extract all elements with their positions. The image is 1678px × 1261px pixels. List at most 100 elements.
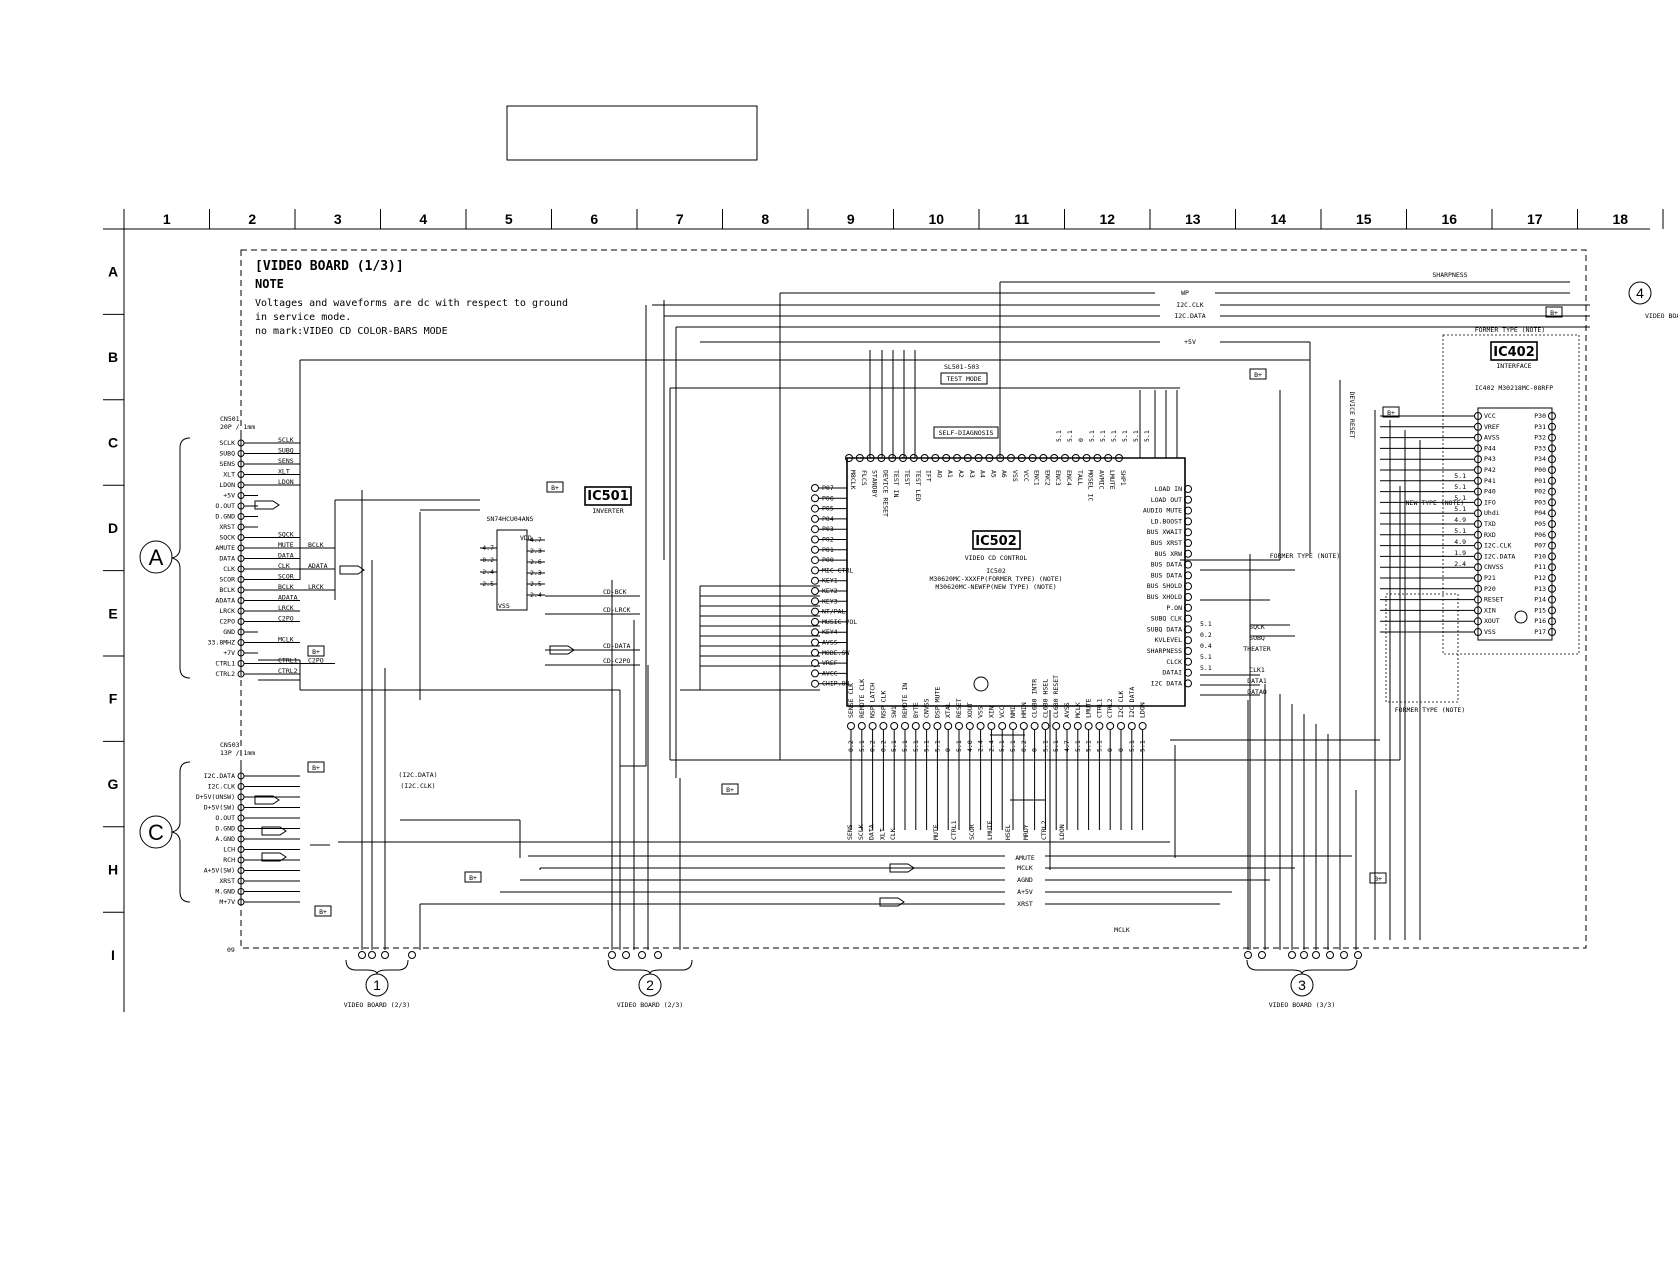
- ic402-lpin-4: P43: [1484, 455, 1496, 463]
- cn501-pin-xlt: XLT: [223, 471, 235, 479]
- ic402-interface: FORMER TYPE (NOTE) IC402 INTERFACE IC402…: [1270, 326, 1580, 714]
- cn501-net-sqck: SQCK: [278, 531, 294, 539]
- ic502-controller: IC502 VIDEO CD CONTROL IC502 M30620MC-XX…: [811, 430, 1271, 830]
- cn503-sub: 13P / 1mm: [220, 749, 255, 757]
- column-label-2: 2: [248, 211, 256, 227]
- b-plus-label-8: B+: [319, 908, 327, 916]
- b-plus-4: B+: [1550, 309, 1558, 317]
- ic502-right-val: 0.4: [1200, 642, 1212, 650]
- ic502-bottom-pin: [1095, 722, 1104, 730]
- ic402-right-pin: [1548, 520, 1556, 528]
- ic502-pin-8: MIC CTRL: [822, 566, 853, 574]
- ic502-right-signal-3: CLK1: [1249, 666, 1265, 674]
- ic402-right-pin: [1548, 412, 1556, 420]
- ic502-left-pin: [811, 628, 819, 637]
- ic502-bottom-pin: [879, 722, 888, 730]
- b-plus-label-1: B+: [1254, 371, 1262, 379]
- ic502-part-2: M30620MC-NEWFP(NEW TYPE) (NOTE): [935, 583, 1056, 591]
- bottom-signal2-7: LDON: [1058, 824, 1066, 840]
- b-plus-label-6: B+: [1387, 409, 1395, 417]
- ic502-bpin-27: LDON: [1139, 702, 1147, 718]
- ic402-val: 1.9: [1454, 549, 1466, 557]
- ic502-left-pin: [811, 504, 819, 513]
- cn501-pin-adata: ADATA: [215, 597, 235, 605]
- ic502-left-pin: [811, 638, 819, 647]
- ic502-rpin-9: BUS SHOLD: [1147, 582, 1182, 590]
- ic502-bpin-15: NMI: [1009, 706, 1017, 718]
- ic502-bottom-pin: [847, 722, 855, 730]
- ic502-right-signal-4: DATA1: [1247, 677, 1267, 685]
- ic502-right-pin: [1184, 625, 1192, 634]
- bottom-connector-pin: [654, 951, 662, 959]
- ic502-top-pin: [1115, 454, 1123, 462]
- ic402-rpin-8: P03: [1534, 498, 1546, 506]
- ic502-tpin-15: VSS: [1011, 470, 1019, 482]
- ic502-bpin-6: BYTE: [912, 702, 920, 718]
- ic502-left-pin: [811, 597, 819, 606]
- ic502-top-val: 5.1: [1055, 430, 1063, 442]
- ic502-left-pin: [811, 679, 819, 688]
- row-label-C: C: [108, 435, 118, 451]
- ic502-bpin-5: REMOTE IN: [901, 683, 909, 718]
- bus-label-7: MCLK: [1017, 864, 1033, 872]
- ic502-rpin-17: DATAI: [1162, 669, 1182, 677]
- bus-arrow: [889, 863, 915, 873]
- ic502-pin-5: P02: [822, 536, 834, 544]
- test-point-1: [973, 676, 989, 692]
- cn503-pin-rch: RCH: [223, 856, 235, 864]
- cn501-pin-scor: SCOR: [219, 576, 235, 584]
- bottom-connector-pin: [1326, 951, 1334, 959]
- ic402-label: IC402: [1493, 345, 1535, 360]
- ic502-top-val: 0: [1077, 438, 1085, 442]
- ic502-bpin-9: XTAL: [944, 702, 952, 718]
- bottom-connector-pin: [638, 951, 646, 959]
- ic402-rpin-2: P32: [1534, 434, 1546, 442]
- bottom-signal2-4: HSEL: [1004, 824, 1012, 840]
- test-switch-ref: SL501-503: [944, 363, 979, 371]
- cn501-net-lrck: LRCK: [278, 604, 294, 612]
- cn501-net-sclk: SCLK: [278, 436, 294, 444]
- ic502-pin-3: P04: [822, 515, 834, 523]
- test-mode-label: TEST MODE: [946, 375, 981, 383]
- ic502-tpin-19: ENC3: [1054, 470, 1062, 486]
- ic502-right-pin: [1184, 614, 1192, 623]
- ic502-top-pin: [963, 454, 972, 462]
- b-plus-box: [1382, 406, 1400, 418]
- cn501-pin-ctrl2: CTRL2: [215, 670, 235, 678]
- bus-label-bg: [1005, 876, 1045, 884]
- bus-label-+5v: +5V: [1184, 338, 1196, 346]
- ic502-tpin-9: A1: [946, 470, 954, 478]
- ic502-bpin-14: VCC: [998, 706, 1006, 718]
- ic502-tpin-11: A3: [968, 470, 976, 478]
- ic502-tpin-12: A4: [979, 470, 987, 478]
- bus-labels: SHARPNESSWPI2C.CLKI2C.DATA+5VAMUTEMCLKAG…: [398, 271, 1480, 934]
- ic402-right-pin: [1548, 552, 1556, 561]
- ic402-right-pin: [1548, 628, 1556, 636]
- ic502-rpin-1: LOAD OUT: [1151, 496, 1182, 504]
- ic502-left-pin: [811, 545, 819, 554]
- cn503-pin-xrst: XRST: [219, 877, 235, 885]
- ic502-bpin-22: LMUTE: [1085, 698, 1093, 718]
- ic402-left-pin: [1474, 433, 1482, 442]
- bus-arrow: [261, 852, 287, 862]
- ic502-left-pin: [811, 576, 819, 585]
- ic502-top-pin: [942, 454, 951, 462]
- ic502-bottom-pin: [1106, 722, 1115, 730]
- ic502-pin-9: KEY1: [822, 577, 838, 585]
- ic502-rpin-13: SUBQ DATA: [1147, 625, 1182, 633]
- ic502-rpin-14: KVLEVEL: [1155, 636, 1182, 644]
- bottom-connector-pin: [368, 951, 376, 959]
- ic502-top-pin: [1061, 454, 1069, 462]
- row-label-B: B: [108, 349, 118, 365]
- row-label-E: E: [108, 605, 117, 621]
- ic502-tpin-17: ENC1: [1033, 470, 1041, 486]
- ic502-left-pin: [811, 514, 819, 523]
- ic502-function: VIDEO CD CONTROL: [965, 554, 1028, 562]
- bus-label-bg: [1005, 864, 1045, 872]
- ic502-bpin-8: DSP MUTE: [933, 687, 941, 718]
- board-ref-1: 1 VIDEO BOARD (2/3): [344, 959, 410, 1009]
- ic502-tpin-4: TEST IN: [892, 470, 900, 497]
- ic501-vss: VSS: [498, 602, 510, 610]
- ic502-tpin-1: FLCS: [860, 470, 868, 486]
